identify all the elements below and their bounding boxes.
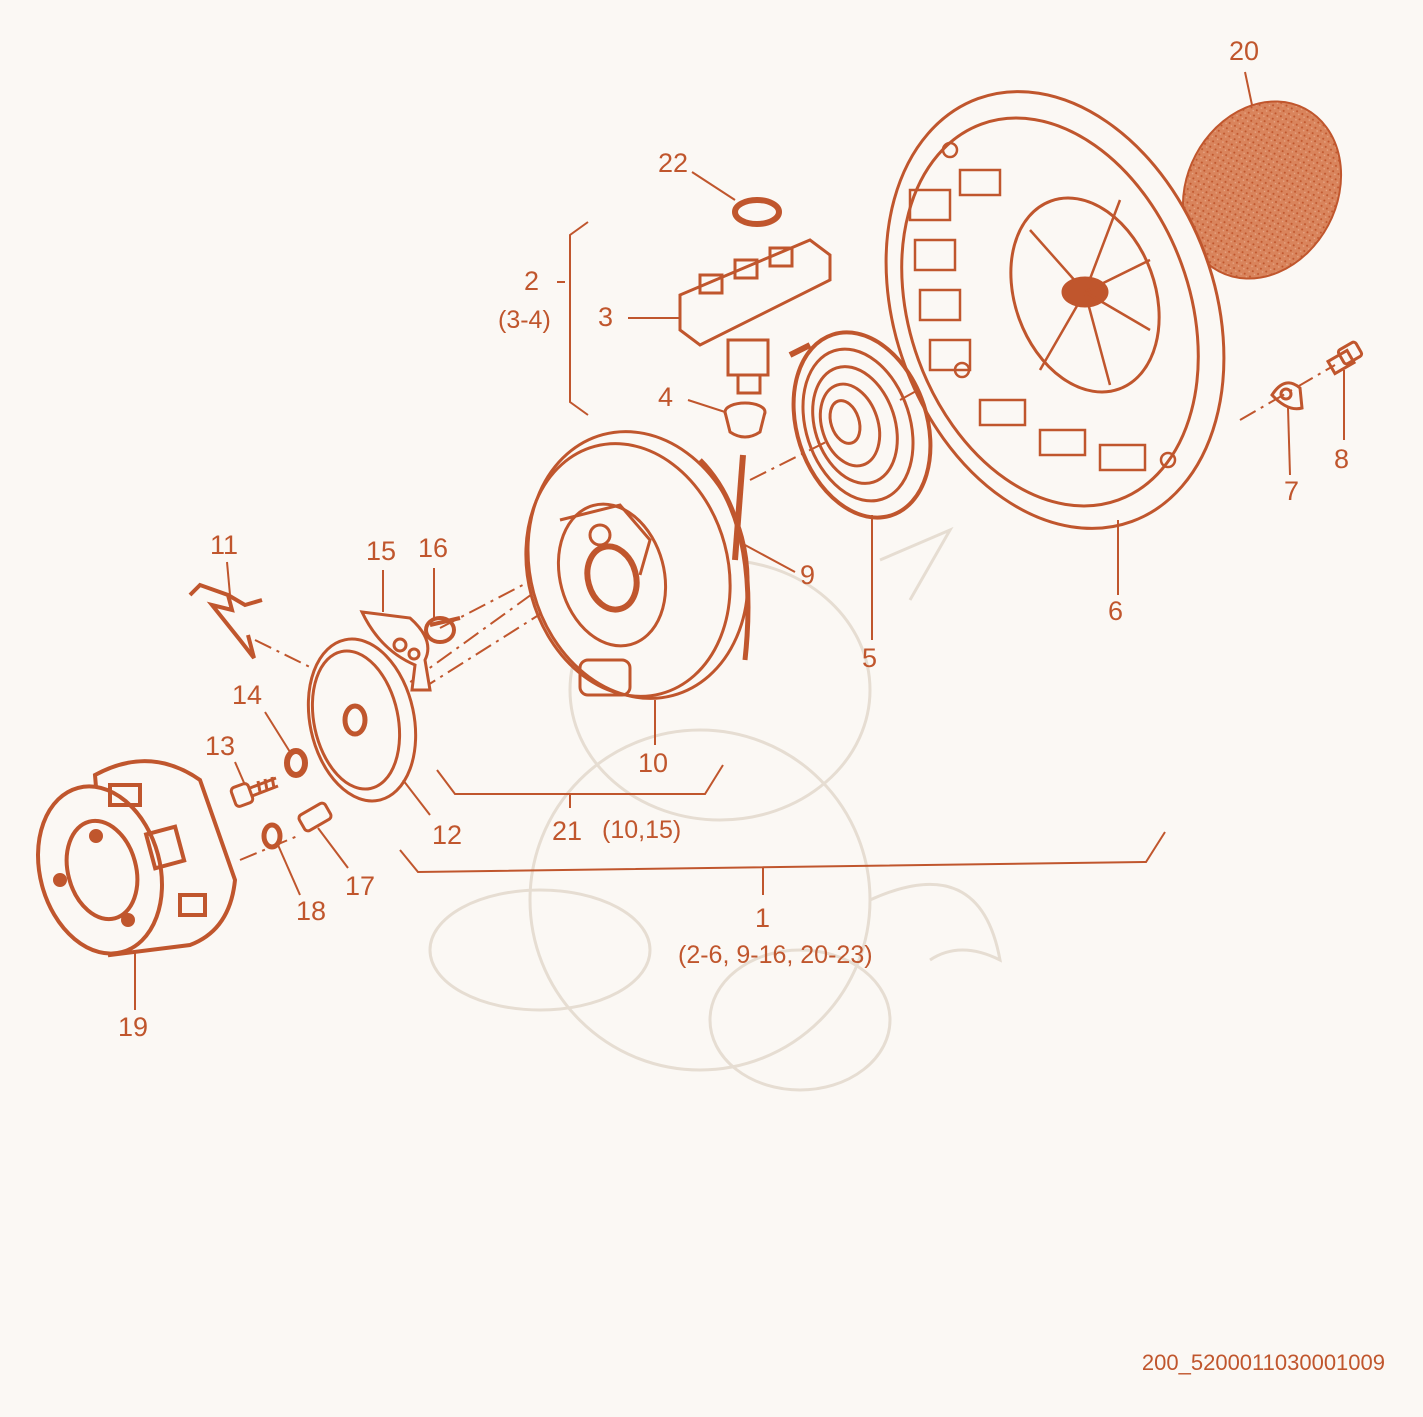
rope-pulley-part <box>524 430 751 700</box>
callout-5: 5 <box>862 643 878 673</box>
washer-18-part <box>261 822 283 850</box>
washer-part <box>732 197 782 227</box>
callout-18: 18 <box>296 896 327 926</box>
callout-10: 10 <box>638 748 669 778</box>
starter-housing-part <box>884 90 1226 530</box>
callout-1-sub: (2-6, 9-16, 20-23) <box>678 941 873 969</box>
callout-22: 22 <box>658 148 689 178</box>
screw-13-part <box>229 776 279 808</box>
screw-8-part <box>1325 340 1364 376</box>
callout-16: 16 <box>418 533 449 563</box>
callout-7: 7 <box>1284 476 1300 506</box>
callout-11: 11 <box>210 530 239 560</box>
callout-20: 20 <box>1229 36 1260 66</box>
leader-lines <box>134 71 1345 1010</box>
callout-3: 3 <box>598 302 614 332</box>
callout-2-sub: (3-4) <box>498 306 551 334</box>
callout-17: 17 <box>345 871 376 901</box>
screw-17-part <box>297 801 333 833</box>
starter-handle-part <box>678 238 832 395</box>
washer-14-part <box>284 748 308 778</box>
callout-15: 15 <box>366 536 397 566</box>
recoil-spring-part <box>788 330 933 520</box>
mesh-filter-part <box>1181 100 1343 280</box>
callout-2: 2 <box>524 266 540 296</box>
callout-8: 8 <box>1334 444 1350 474</box>
callout-13: 13 <box>205 731 236 761</box>
document-id: 200_5200011030001009 <box>1141 1350 1385 1375</box>
callout-4: 4 <box>658 382 674 412</box>
pawl-spring-part <box>424 616 461 644</box>
callout-19: 19 <box>118 1012 149 1042</box>
callout-6: 6 <box>1108 596 1124 626</box>
starter-rope-part <box>732 454 746 561</box>
callout-21: 21 <box>552 816 583 846</box>
retainer-clip-part <box>1270 381 1304 411</box>
starter-cup-part <box>36 759 238 958</box>
group-brackets <box>399 221 1166 895</box>
callout-9: 9 <box>800 560 816 590</box>
rope-insert-part <box>723 401 767 439</box>
callout-1: 1 <box>755 903 771 933</box>
callout-12: 12 <box>432 820 463 850</box>
wire-clip-part <box>188 582 263 660</box>
callout-14: 14 <box>232 680 263 710</box>
friction-plate-part <box>306 637 418 803</box>
pawl-part <box>359 610 432 692</box>
callout-21-sub: (10,15) <box>602 816 682 844</box>
